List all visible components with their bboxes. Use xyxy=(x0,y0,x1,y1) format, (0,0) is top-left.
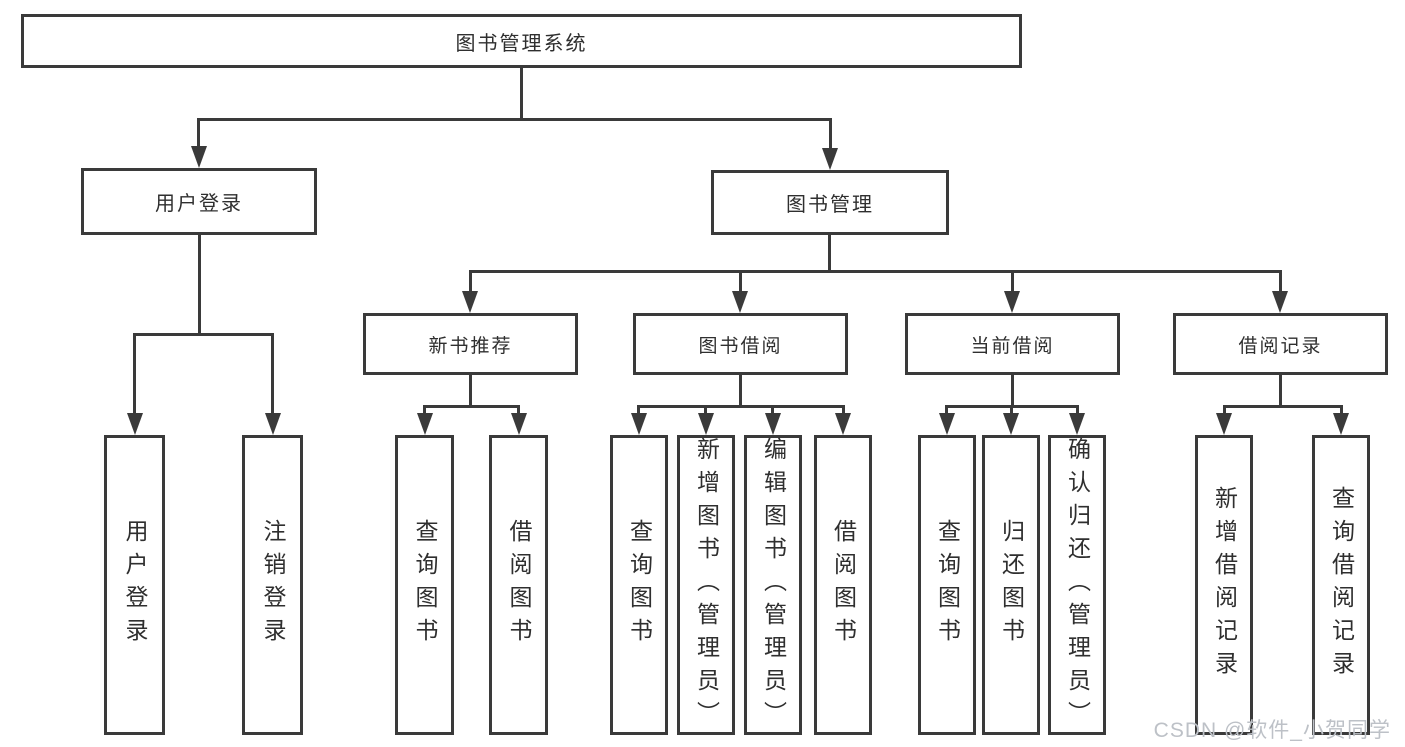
connector-line xyxy=(739,270,742,293)
csdn-watermark: CSDN @软件_小贺同学 xyxy=(1153,719,1391,742)
arrowhead-down-icon xyxy=(462,291,478,313)
arrowhead-down-icon xyxy=(1003,413,1019,435)
leaf-borrow-book-recommend: 借阅图书 xyxy=(489,435,548,735)
leaf-query-borrow-record: 查询借阅记录 xyxy=(1312,435,1370,735)
connector-line xyxy=(198,235,201,336)
leaf-return-book: 归还图书 xyxy=(982,435,1040,735)
leaf-query-borrow-record-label: 查询借阅记录 xyxy=(1328,486,1355,684)
node-borrow-record: 借阅记录 xyxy=(1173,313,1388,375)
node-user-login: 用户登录 xyxy=(81,168,317,235)
connector-line xyxy=(1223,405,1343,408)
leaf-confirm-return-admin: 确认归还（管理员） xyxy=(1048,435,1106,735)
arrowhead-down-icon xyxy=(265,413,281,435)
leaf-user-login: 用户登录 xyxy=(104,435,165,735)
node-root: 图书管理系统 xyxy=(21,14,1022,68)
leaf-edit-book-admin-label: 编辑图书（管理员） xyxy=(760,436,787,734)
arrowhead-down-icon xyxy=(1272,291,1288,313)
leaf-add-book-admin: 新增图书（管理员） xyxy=(677,435,735,735)
connector-line xyxy=(197,118,832,121)
leaf-borrow-book: 借阅图书 xyxy=(814,435,872,735)
leaf-query-book-borrow-label: 查询图书 xyxy=(626,519,653,651)
leaf-add-borrow-record: 新增借阅记录 xyxy=(1195,435,1253,735)
connector-line xyxy=(1011,270,1014,293)
connector-line xyxy=(739,375,742,407)
node-borrow-record-label: 借阅记录 xyxy=(1238,335,1323,357)
node-current-borrow: 当前借阅 xyxy=(905,313,1120,375)
connector-line xyxy=(945,405,948,415)
leaf-query-book-current: 查询图书 xyxy=(918,435,976,735)
connector-line xyxy=(842,405,845,415)
leaf-edit-book-admin: 编辑图书（管理员） xyxy=(744,435,802,735)
connector-line xyxy=(271,333,274,415)
arrowhead-down-icon xyxy=(822,148,838,170)
connector-line xyxy=(1279,270,1282,293)
arrowhead-down-icon xyxy=(835,413,851,435)
connector-line xyxy=(423,405,426,415)
node-new-book-recommend-label: 新书推荐 xyxy=(428,335,513,357)
connector-line xyxy=(520,68,523,120)
connector-line xyxy=(829,118,832,150)
node-root-label: 图书管理系统 xyxy=(455,32,588,55)
connector-line xyxy=(704,405,707,415)
connector-line xyxy=(637,405,845,408)
arrowhead-down-icon xyxy=(1069,413,1085,435)
connector-line xyxy=(1011,375,1014,407)
arrowhead-down-icon xyxy=(1333,413,1349,435)
connector-line xyxy=(517,405,520,415)
leaf-query-book-recommend: 查询图书 xyxy=(395,435,454,735)
arrowhead-down-icon xyxy=(732,291,748,313)
connector-line xyxy=(133,333,274,336)
leaf-borrow-book-label: 借阅图书 xyxy=(830,519,857,651)
node-current-borrow-label: 当前借阅 xyxy=(970,335,1055,357)
leaf-add-book-admin-label: 新增图书（管理员） xyxy=(693,436,720,734)
connector-line xyxy=(133,333,136,415)
leaf-add-borrow-record-label: 新增借阅记录 xyxy=(1211,486,1238,684)
connector-line xyxy=(771,405,774,415)
connector-line xyxy=(469,270,472,293)
node-new-book-recommend: 新书推荐 xyxy=(363,313,578,375)
node-book-borrow: 图书借阅 xyxy=(633,313,848,375)
arrowhead-down-icon xyxy=(417,413,433,435)
arrowhead-down-icon xyxy=(939,413,955,435)
leaf-query-book-recommend-label: 查询图书 xyxy=(412,519,438,651)
arrowhead-down-icon xyxy=(191,146,207,168)
leaf-query-book-borrow: 查询图书 xyxy=(610,435,668,735)
connector-line xyxy=(197,118,200,148)
connector-line xyxy=(1076,405,1079,415)
connector-line xyxy=(1223,405,1226,415)
leaf-return-book-label: 归还图书 xyxy=(998,519,1025,651)
node-book-management-label: 图书管理 xyxy=(786,194,874,216)
arrowhead-down-icon xyxy=(698,413,714,435)
arrowhead-down-icon xyxy=(1216,413,1232,435)
arrowhead-down-icon xyxy=(1004,291,1020,313)
connector-line xyxy=(1340,405,1343,415)
connector-line xyxy=(1010,405,1013,415)
leaf-query-book-current-label: 查询图书 xyxy=(934,519,961,651)
leaf-borrow-book-recommend-label: 借阅图书 xyxy=(506,519,532,651)
leaf-confirm-return-admin-label: 确认归还（管理员） xyxy=(1064,436,1091,734)
arrowhead-down-icon xyxy=(511,413,527,435)
connector-line xyxy=(469,375,472,407)
arrowhead-down-icon xyxy=(127,413,143,435)
leaf-logout: 注销登录 xyxy=(242,435,303,735)
connector-line xyxy=(469,270,1282,273)
connector-line xyxy=(1279,375,1282,407)
node-book-management: 图书管理 xyxy=(711,170,949,235)
node-book-borrow-label: 图书借阅 xyxy=(698,335,783,357)
connector-line xyxy=(637,405,640,415)
leaf-user-login-label: 用户登录 xyxy=(122,519,148,651)
leaf-logout-label: 注销登录 xyxy=(260,519,286,651)
arrowhead-down-icon xyxy=(765,413,781,435)
node-user-login-label: 用户登录 xyxy=(155,193,243,215)
arrowhead-down-icon xyxy=(631,413,647,435)
connector-line xyxy=(423,405,520,408)
connector-line xyxy=(828,235,831,272)
